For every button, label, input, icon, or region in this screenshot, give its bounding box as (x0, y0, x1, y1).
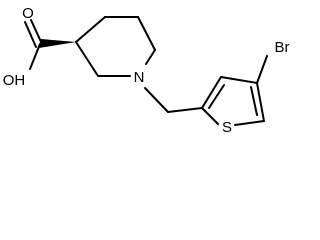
chemical-structure: OH O N S Br (3, 5, 290, 136)
ring-bond-c5-c6 (137, 16, 156, 51)
atom-label-nitrogen: N (134, 69, 145, 86)
thiophene-bond-s-c5 (234, 120, 265, 126)
thiophene-double-bond-c5-c4 (250, 86, 258, 116)
atom-label-hydroxyl: OH (3, 72, 26, 89)
thiophene-bond-c5-c4 (256, 82, 265, 122)
atom-label-sulfur: S (222, 119, 232, 136)
piperidine-ring (75, 16, 156, 77)
thiophene-bond-c2-s (201, 107, 219, 125)
carbonyl-double-bond-b (24, 21, 37, 48)
carboxylic-acid-group (24, 19, 43, 70)
ring-bond-c6-n (145, 49, 156, 65)
ring-bond-c2-c3 (75, 41, 99, 77)
thiophene-bond-c3-c2 (201, 76, 222, 109)
n-ch2-bond (144, 87, 169, 113)
ch2-thiophene-bond (167, 107, 203, 113)
thiophene-double-bond-c3-c2 (208, 84, 225, 109)
c-oh-bond (29, 43, 41, 70)
stereo-wedge-bond (39, 39, 76, 48)
methylene-linker (144, 87, 203, 113)
atom-label-bromine: Br (275, 39, 290, 56)
thiophene-ring (201, 76, 265, 126)
atom-label-carbonyl-oxygen: O (22, 5, 34, 22)
c-br-bond (256, 55, 268, 84)
thiophene-bond-c4-c3 (220, 76, 258, 84)
ring-bond-c3-c4 (75, 16, 106, 43)
carbonyl-double-bond-a (30, 19, 43, 45)
